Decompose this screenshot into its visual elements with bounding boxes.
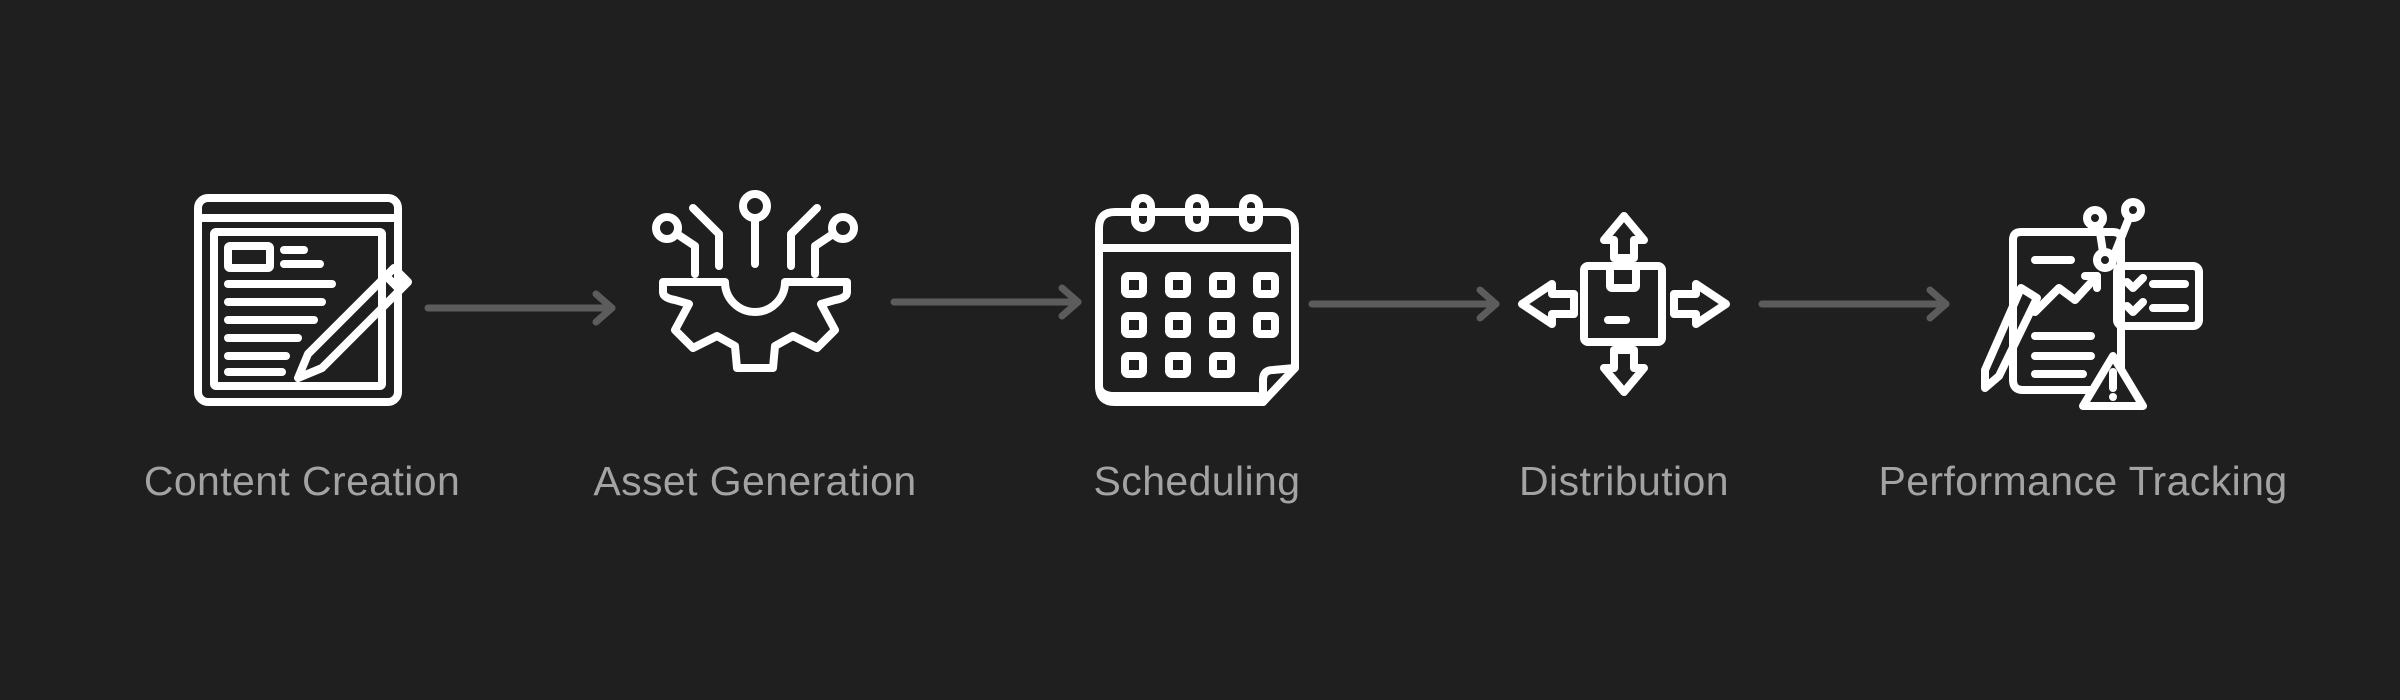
flow-arrow-1 [424, 290, 616, 326]
gear-circuit-icon [652, 190, 858, 372]
step-scheduling: Scheduling [967, 180, 1427, 505]
step-performance-tracking: Performance Tracking [1853, 180, 2313, 505]
report-analytics-icon [1981, 198, 2203, 410]
step-label: Asset Generation [593, 458, 917, 504]
box-arrows-icon [1518, 212, 1730, 396]
document-pencil-icon [194, 194, 412, 406]
step-asset-generation: Asset Generation [525, 180, 985, 505]
step-label: Scheduling [1093, 458, 1301, 504]
flow-arrow-3 [1308, 286, 1500, 322]
step-label: Distribution [1519, 458, 1729, 504]
flow-arrow-4 [1758, 286, 1950, 322]
flow-arrow-2 [890, 284, 1082, 320]
step-label: Performance Tracking [1878, 458, 2288, 504]
step-label: Content Creation [143, 458, 461, 504]
step-distribution: Distribution [1394, 180, 1854, 505]
calendar-icon [1095, 194, 1299, 406]
step-content-creation: Content Creation [72, 180, 532, 505]
